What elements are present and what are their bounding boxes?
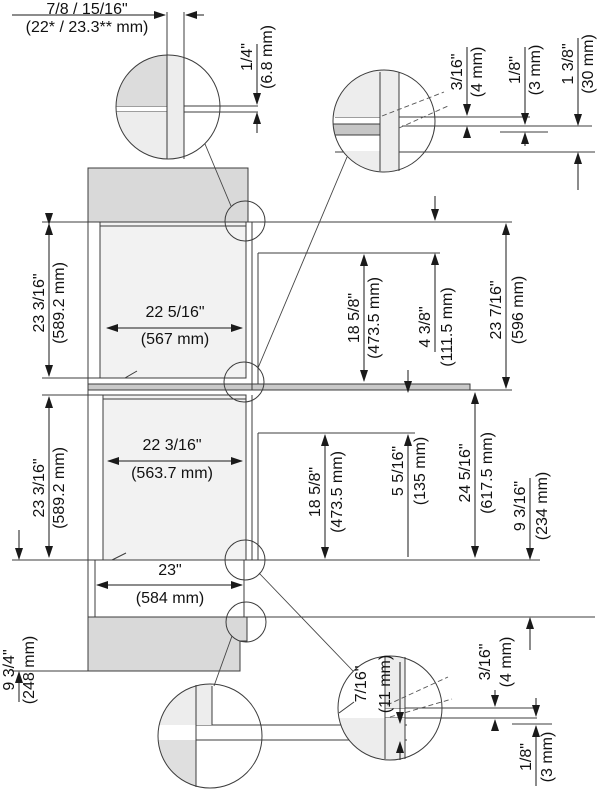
callout-marker-middle — [223, 361, 265, 403]
detail-circles — [115, 54, 443, 789]
dim-br-gap-b-mm: (3 mm) — [539, 731, 556, 783]
extension-lines — [12, 105, 595, 741]
dim-left-lower-mm: (589.2 mm) — [51, 447, 68, 529]
dim-upper-panel-mm: (111.5 mm) — [439, 287, 456, 367]
dim-lower-panel-mm: (135 mm) — [412, 436, 429, 506]
dim-plinth-width-in: 23" — [158, 562, 182, 579]
callout-marker-top — [224, 200, 266, 242]
dim-plinth-width-mm: (584 mm) — [135, 590, 205, 607]
dim-lower-bottom-mm: (234 mm) — [534, 471, 551, 541]
detail-circle-bottom-right — [337, 655, 443, 761]
dim-lower-bottom-in: 9 3/16" — [512, 480, 529, 532]
dim-lower-width-in: 22 3/16" — [142, 437, 202, 454]
dim-upper-panel-in: 4 3/8" — [417, 306, 434, 348]
dim-upper-width-mm: (567 mm) — [140, 331, 210, 348]
dim-bottom-gap-mm: (11 mm) — [377, 654, 394, 714]
dim-upper-total-mm: (596 mm) — [510, 275, 527, 345]
dimension-lines — [12, 11, 582, 786]
dim-tr-gap-b-mm: (3 mm) — [527, 44, 544, 96]
dim-upper-door-in: 18 5/8" — [346, 292, 363, 344]
dim-upper-width-in: 22 5/16" — [145, 304, 205, 321]
callout-marker-plinth — [225, 601, 267, 643]
dim-upper-door-mm: (473.5 mm) — [366, 277, 383, 359]
dim-lower-total-mm: (617.5 mm) — [479, 432, 496, 514]
dim-br-gap-a-in: 3/16" — [477, 643, 494, 681]
dim-top-width: 7/8 / 15/16" (22* / 23.3** mm) — [4, 1, 170, 37]
cabinet-section — [87, 167, 471, 672]
dim-lower-total-in: 24 5/16" — [457, 443, 474, 503]
dim-tr-gap-a-mm: (4 mm) — [469, 46, 486, 98]
dim-plinth-height-mm: (248 mm) — [21, 635, 38, 705]
dim-bottom-gap-in: 7/16" — [353, 665, 370, 703]
dim-tr-gap-a-in: 3/16" — [449, 53, 466, 91]
dim-tr-depth-mm: (30 mm) — [580, 34, 597, 94]
dim-plinth-height-in: 9 3/4" — [1, 649, 18, 691]
dim-lower-door-in: 18 5/8" — [307, 466, 324, 518]
detail-circle-top-left — [115, 54, 221, 160]
detail-circle-bottom-left — [157, 683, 263, 789]
callout-leaders — [204, 143, 354, 687]
dim-left-upper-mm: (589.2 mm) — [51, 262, 68, 344]
dim-tr-gap-b-in: 1/8" — [507, 56, 524, 84]
dim-lower-door-mm: (473.5 mm) — [329, 451, 346, 533]
dim-left-lower-in: 23 3/16" — [31, 458, 48, 518]
dim-lower-width-mm: (563.7 mm) — [131, 465, 213, 482]
dim-br-gap-a-mm: (4 mm) — [498, 636, 515, 688]
detail-circle-top-right — [332, 69, 436, 173]
dim-upper-total-in: 23 7/16" — [488, 280, 505, 340]
dim-br-gap-b-in: 1/8" — [518, 743, 535, 771]
dim-top-width-mm: (22* / 23.3** mm) — [25, 19, 149, 36]
callout-marker-lower — [224, 539, 266, 581]
dim-tr-depth-in: 1 3/8" — [560, 43, 577, 85]
dim-left-upper-in: 23 3/16" — [31, 273, 48, 333]
dim-top-gap-mm: (6.8 mm) — [259, 25, 276, 89]
dim-lower-panel-in: 5 5/16" — [390, 445, 407, 497]
dim-top-gap-in: 1/4" — [239, 43, 256, 71]
dim-top-width-in: 7/8 / 15/16" — [46, 1, 128, 18]
